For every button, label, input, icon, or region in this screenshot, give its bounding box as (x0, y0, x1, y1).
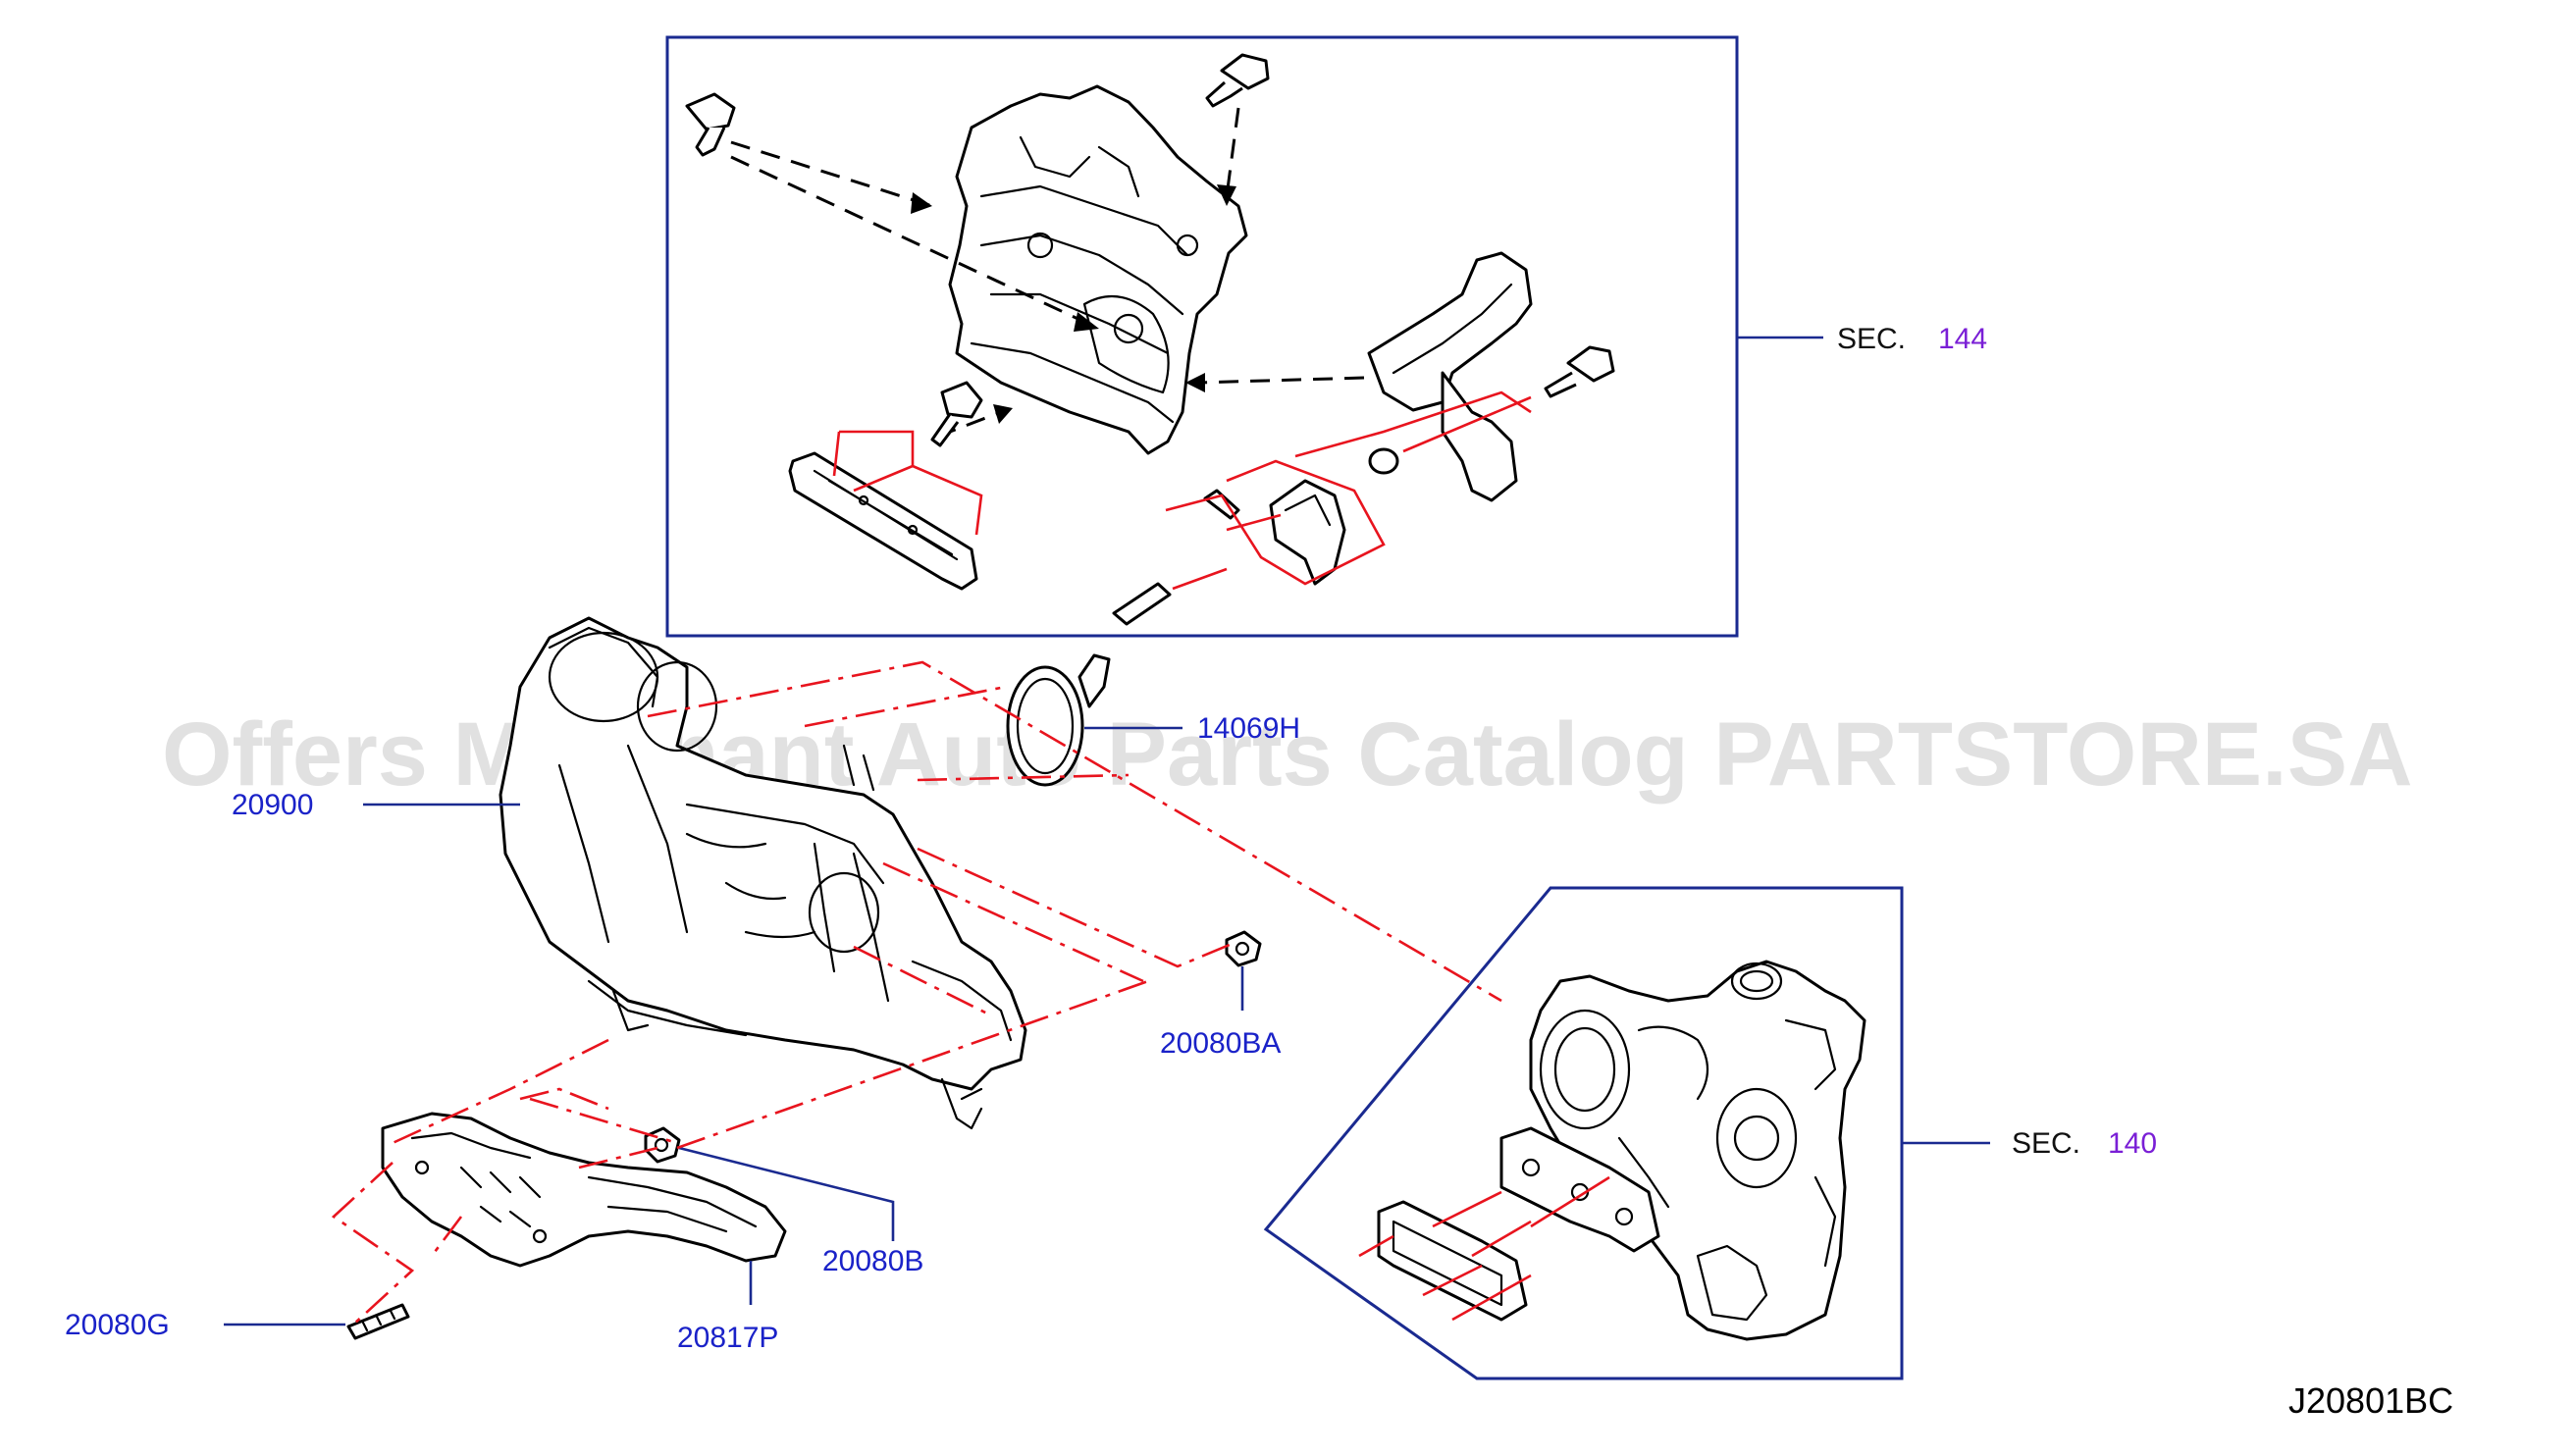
label-20080ba[interactable]: 20080BA (1160, 1027, 1281, 1060)
red-lines-top (832, 390, 1532, 591)
section-140-number[interactable]: 140 (2108, 1127, 2157, 1160)
section-144-number-link[interactable]: 144 (1938, 323, 1987, 355)
red-dashdot-lines (331, 660, 1502, 1326)
stud-bottom (1112, 582, 1172, 626)
section-140-prefix: SEC. (2012, 1127, 2080, 1160)
v-band-clamp (1006, 653, 1111, 787)
section-140-group: SEC. 140 (1263, 886, 2157, 1380)
section-140-box (1263, 886, 1904, 1380)
upper-heat-insulator (948, 84, 1248, 455)
nut-top (1368, 447, 1399, 475)
label-20817p[interactable]: 20817P (677, 1322, 778, 1354)
bolt-lower-left (930, 381, 983, 447)
bolt-right (1544, 345, 1615, 398)
label-14069h[interactable]: 14069H (1197, 712, 1300, 745)
turbocharger (1529, 960, 1866, 1341)
bolt-top-right (1205, 53, 1270, 108)
leader-20080b (678, 1146, 895, 1241)
section-144-box (665, 35, 1739, 638)
diagram-code: J20801BC (2288, 1380, 2453, 1421)
label-20080g[interactable]: 20080G (65, 1309, 170, 1341)
label-20900[interactable]: 20900 (232, 789, 313, 821)
arrow-head-2 (1074, 312, 1099, 332)
nut-20080ba (1225, 930, 1262, 967)
lower-left-bracket (788, 451, 978, 591)
install-arrow-5 (1196, 376, 1365, 385)
nut-20080b (644, 1126, 681, 1164)
catalytic-converter-assembly (499, 616, 1027, 1130)
arrow-head-1 (911, 192, 932, 214)
arrow-head-5 (1185, 373, 1205, 392)
install-arrow-3 (1225, 107, 1240, 197)
section-144-prefix: SEC. (1837, 323, 1906, 355)
stud-20080g (346, 1303, 410, 1340)
red-lines-right (1358, 1175, 1610, 1322)
turbo-gasket-outer (1377, 1200, 1528, 1322)
section-144-group: SEC. 140 144 (665, 35, 1987, 638)
label-20080b[interactable]: 20080B (822, 1245, 923, 1277)
install-arrow-1 (730, 140, 933, 208)
lower-heat-insulator-20817p (381, 1112, 787, 1268)
arrow-head-3 (1217, 184, 1236, 206)
arrow-head-4 (993, 404, 1013, 424)
bolt-top-left (685, 92, 736, 157)
install-arrow-2 (730, 155, 1100, 331)
